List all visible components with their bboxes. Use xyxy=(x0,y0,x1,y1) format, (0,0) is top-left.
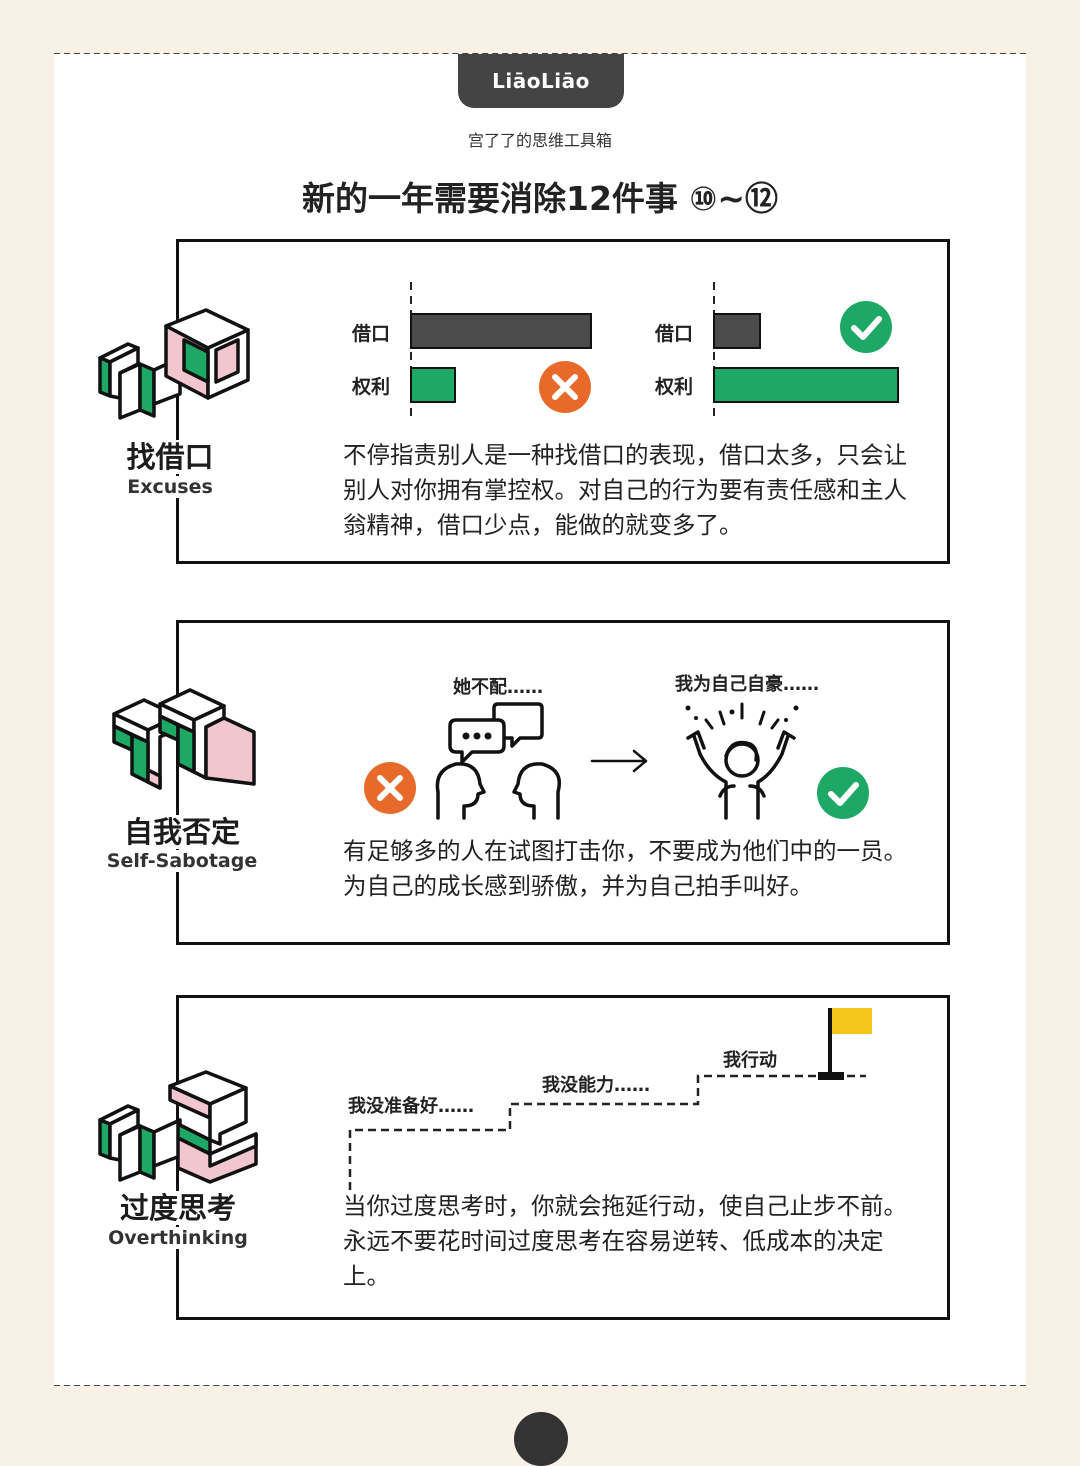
cheering-person-icon xyxy=(685,702,799,820)
cross-icon xyxy=(539,361,591,413)
bar-excuse-long xyxy=(410,313,592,349)
bar-label-excuse: 借口 xyxy=(655,323,694,345)
number-12-icon xyxy=(98,1070,258,1184)
bar-label-right: 权利 xyxy=(352,376,391,398)
cross-icon xyxy=(364,762,416,814)
section-title-zh: 找借口 xyxy=(108,440,232,474)
staircase-steps xyxy=(348,1008,872,1190)
brand-subtitle: 宫了了的思维工具箱 xyxy=(467,131,612,150)
bar-label-excuse: 借口 xyxy=(352,323,391,345)
bar-label-right: 权利 xyxy=(655,376,694,398)
brand-logo: LiāoLiāo xyxy=(458,54,624,108)
section-title-en: Overthinking xyxy=(100,1227,256,1249)
step-label: 我没准备好…… xyxy=(348,1096,474,1117)
step-label: 我行动 xyxy=(723,1050,777,1071)
section-description: 有足够多的人在试图打击你，不要成为他们中的一员。为自己的成长感到骄傲，并为自己拍… xyxy=(343,837,907,900)
bottom-dashed-border xyxy=(54,1384,1026,1386)
section-title-zh: 自我否定 xyxy=(112,815,252,849)
number-11-icon xyxy=(112,688,256,790)
check-icon xyxy=(840,301,892,353)
bar-comparison-good xyxy=(713,282,899,422)
gossip-people-icon xyxy=(435,702,561,820)
check-icon xyxy=(817,767,869,819)
section-title-en: Self-Sabotage xyxy=(104,850,260,872)
bar-right-short xyxy=(410,367,456,403)
section-description: 不停指责别人是一种找借口的表现，借口太多，只会让别人对你拥有掌控权。对自己的行为… xyxy=(343,441,907,539)
number-10-icon xyxy=(98,308,250,420)
step-label: 我没能力…… xyxy=(542,1075,650,1096)
bottom-badge xyxy=(514,1412,568,1466)
arrow-right-icon xyxy=(590,749,648,773)
left-caption: 她不配…… xyxy=(453,677,543,698)
bar-excuse-short xyxy=(713,313,761,349)
card-overthinking xyxy=(176,995,950,1320)
page-title: 新的一年需要消除12件事 ⑩~⑫ xyxy=(301,179,778,218)
bar-right-long xyxy=(713,367,899,403)
section-title-en: Excuses xyxy=(113,476,227,498)
bar-comparison-bad xyxy=(410,282,592,422)
flag-icon xyxy=(832,1008,872,1034)
right-caption: 我为自己自豪…… xyxy=(675,674,819,695)
section-description: 当你过度思考时，你就会拖延行动，使自己止步不前。永远不要花时间过度思考在容易逆转… xyxy=(343,1192,907,1290)
section-title-zh: 过度思考 xyxy=(108,1191,248,1225)
